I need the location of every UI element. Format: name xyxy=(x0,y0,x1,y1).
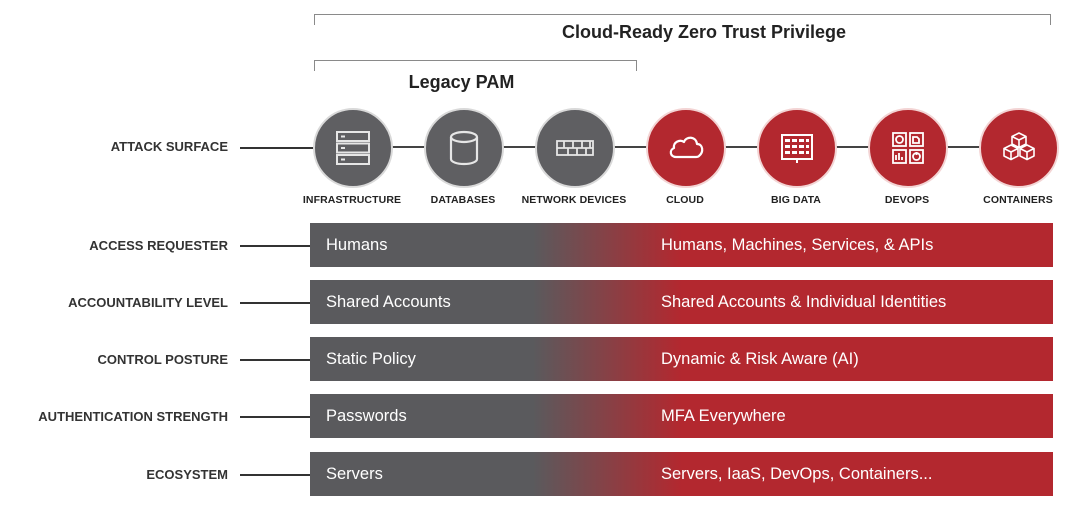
comparison-bar-ecosystem: Servers Servers, IaaS, DevOps, Container… xyxy=(310,452,1053,496)
devops-circle xyxy=(868,108,948,188)
zero-trust-title: Cloud-Ready Zero Trust Privilege xyxy=(561,22,847,42)
comparison-bar-control-posture: Static Policy Dynamic & Risk Aware (AI) xyxy=(310,337,1053,381)
attack-surface-label: ATTACK SURFACE xyxy=(110,139,228,154)
row-label-control-posture: CONTROL POSTURE xyxy=(97,352,229,367)
firewall-icon xyxy=(556,140,594,156)
comparison-bar-authentication-strength: Passwords MFA Everywhere xyxy=(310,394,1053,438)
row-connector xyxy=(240,416,310,418)
row-connector xyxy=(240,359,310,361)
modern-value: Dynamic & Risk Aware (AI) xyxy=(661,350,859,368)
legacy-pam-title: Legacy PAM xyxy=(408,72,515,92)
row-connector xyxy=(240,302,310,304)
icon-label-databases: DATABASES xyxy=(430,194,496,206)
legacy-pam-bracket xyxy=(314,60,637,71)
comparison-bar-access-requester: Humans Humans, Machines, Services, & API… xyxy=(310,223,1053,267)
row-label-accountability-level: ACCOUNTABILITY LEVEL xyxy=(68,295,228,310)
containers-circle xyxy=(979,108,1059,188)
modern-value: MFA Everywhere xyxy=(661,407,786,425)
attack-surface-connector xyxy=(240,147,315,149)
network-devices-circle xyxy=(535,108,615,188)
icon-label-network-devices: NETWORK DEVICES xyxy=(521,194,627,206)
icon-label-containers: CONTAINERS xyxy=(983,194,1053,206)
modern-value: Shared Accounts & Individual Identities xyxy=(661,293,947,311)
databases-circle xyxy=(424,108,504,188)
modern-value: Servers, IaaS, DevOps, Containers... xyxy=(661,465,933,483)
legacy-value: Humans xyxy=(326,236,388,254)
cloud-circle xyxy=(646,108,726,188)
cloud-icon xyxy=(669,136,704,159)
legacy-value: Static Policy xyxy=(326,350,416,368)
row-connector xyxy=(240,245,310,247)
containers-cubes-icon xyxy=(1003,132,1035,161)
server-rack-icon xyxy=(336,131,370,165)
legacy-value: Shared Accounts xyxy=(326,293,451,311)
legacy-value: Passwords xyxy=(326,407,407,425)
icon-label-infrastructure: INFRASTRUCTURE xyxy=(302,194,402,206)
icon-label-devops: DEVOPS xyxy=(884,194,930,206)
modern-value: Humans, Machines, Services, & APIs xyxy=(661,236,934,254)
zero-trust-bracket xyxy=(314,14,1051,25)
big-data-grid-icon xyxy=(781,134,813,163)
row-label-access-requester: ACCESS REQUESTER xyxy=(89,238,228,253)
database-icon xyxy=(449,130,479,166)
big-data-circle xyxy=(757,108,837,188)
legacy-value: Servers xyxy=(326,465,383,483)
row-connector xyxy=(240,474,310,476)
devops-tools-icon xyxy=(892,132,924,164)
icon-label-big-data: BIG DATA xyxy=(771,194,821,206)
row-label-ecosystem: ECOSYSTEM xyxy=(146,467,228,482)
infrastructure-circle xyxy=(313,108,393,188)
row-label-authentication-strength: AUTHENTICATION STRENGTH xyxy=(38,409,228,424)
comparison-bar-accountability-level: Shared Accounts Shared Accounts & Indivi… xyxy=(310,280,1053,324)
icon-label-cloud: CLOUD xyxy=(666,194,704,206)
